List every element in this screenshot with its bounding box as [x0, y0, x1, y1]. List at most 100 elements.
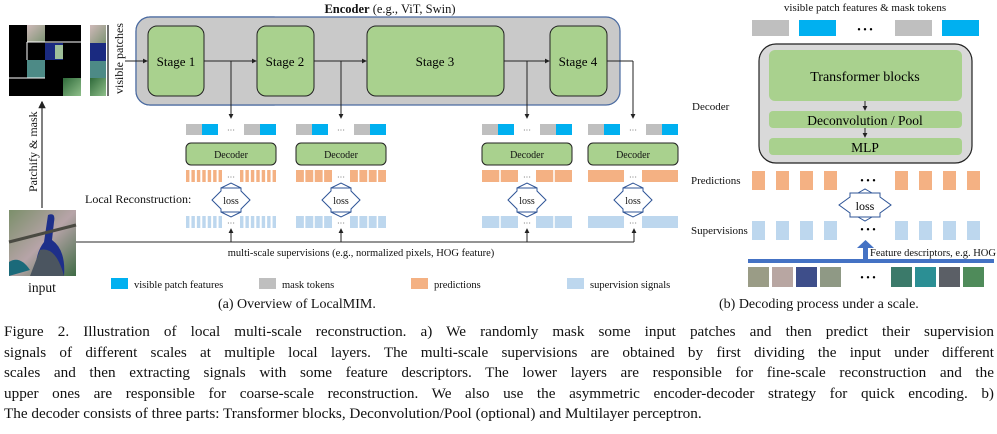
caption-line: The decoder consists of three parts: Tra… — [4, 405, 702, 423]
prediction-patch — [196, 170, 201, 182]
loss-label: loss — [223, 196, 239, 207]
decoder-block — [587, 142, 679, 166]
supervision-patch — [261, 216, 266, 228]
mask-token — [244, 124, 260, 135]
figure-caption: Figure 2. Illustration of local multi-sc… — [4, 322, 994, 425]
patchify-label: Patchify & mask — [26, 111, 40, 192]
decoder-block-label: Decoder — [324, 150, 359, 161]
loss-indicator-b: loss — [838, 188, 892, 222]
loss-indicator: loss — [613, 182, 653, 218]
mlp-label: MLP — [851, 140, 879, 155]
caption-line: signals of different scales at multiple … — [4, 343, 994, 361]
prediction-patch — [895, 171, 908, 190]
prediction-patch — [482, 170, 500, 182]
image-patch — [796, 267, 817, 287]
image-patch — [963, 267, 984, 287]
mlp-block: MLP — [769, 138, 962, 155]
legend-label: mask tokens — [282, 280, 334, 291]
prediction-patch — [752, 171, 765, 190]
prediction-patch — [305, 170, 314, 182]
visible-token — [942, 20, 979, 36]
branch-column-3: ···Decoder······loss — [481, 124, 573, 228]
legend-swatch — [111, 278, 128, 289]
prediction-patch — [250, 170, 255, 182]
supervision-patch — [245, 216, 249, 228]
image-patch — [915, 267, 936, 287]
encoder-title-bold: Encoder — [324, 2, 370, 16]
prediction-patch — [378, 170, 386, 182]
visible-patches-label: visible patches — [112, 23, 126, 94]
supervisions-row — [752, 221, 980, 240]
supervision-up-arrows — [228, 228, 637, 242]
legend-label: predictions — [434, 280, 481, 291]
supervision-patch — [305, 216, 314, 228]
input-label: input — [28, 280, 56, 295]
supervision-patch — [324, 216, 332, 228]
prediction-patch — [919, 171, 932, 190]
supervision-patch — [752, 221, 765, 240]
supervision-patch — [776, 221, 789, 240]
prediction-patch — [350, 170, 358, 182]
patch-ellipsis: ··· — [337, 173, 345, 182]
mask-token — [646, 124, 662, 135]
patches-ellipsis: • • • — [860, 273, 876, 284]
legend-item: predictions — [411, 278, 481, 291]
supervision-patch — [202, 216, 206, 228]
patch-ellipsis: ··· — [523, 173, 531, 182]
prediction-patch — [213, 170, 217, 182]
supervision-patch — [314, 216, 323, 228]
supervision-patch — [250, 216, 255, 228]
stage-1: Stage 1 — [147, 25, 205, 97]
mask-token — [752, 20, 789, 36]
supervision-patch — [895, 221, 908, 240]
tokens-title: visible patch features & mask tokens — [784, 2, 946, 14]
prediction-patch — [359, 170, 368, 182]
image-patch — [939, 267, 960, 287]
supervision-patch — [196, 216, 201, 228]
decoder-block — [295, 142, 387, 166]
supervision-patch — [256, 216, 260, 228]
decoder-block — [481, 142, 573, 166]
supervision-patch — [368, 216, 377, 228]
supervision-patch — [186, 216, 190, 228]
stage-2-label: Stage 2 — [266, 54, 305, 69]
pred-ellipsis: • • • — [860, 176, 876, 187]
loss-label-b: loss — [856, 199, 875, 213]
supervision-patch — [213, 216, 217, 228]
loss-indicator: loss — [211, 182, 251, 218]
mask-token — [895, 20, 932, 36]
token-row: • • • — [752, 20, 979, 36]
figure-diagram: visible patches input Patchify & mask En… — [8, 2, 996, 295]
caption-line: upper ones are responsible for coarse-sc… — [4, 384, 994, 402]
prediction-patch — [324, 170, 332, 182]
supervision-patch — [218, 216, 222, 228]
patch-ellipsis: ··· — [337, 219, 345, 228]
legend-swatch — [411, 278, 428, 289]
loss-indicator: loss — [321, 182, 361, 218]
predictions-row — [752, 171, 980, 190]
loss-label: loss — [333, 196, 349, 207]
prediction-patch — [261, 170, 266, 182]
visible-patches-stack — [90, 25, 109, 96]
visible-token — [604, 124, 620, 135]
transformer-blocks: Transformer blocks — [769, 50, 962, 101]
stage-4-label: Stage 4 — [559, 54, 598, 69]
subcaption-b: (b) Decoding process under a scale. — [719, 297, 919, 312]
supervision-patch — [800, 221, 813, 240]
prediction-patch — [256, 170, 260, 182]
legend-label: supervision signals — [590, 280, 670, 291]
loss-label: loss — [519, 196, 535, 207]
image-patch — [748, 267, 769, 287]
encoder-title-rest: (e.g., ViT, Swin) — [370, 2, 456, 16]
mask-token — [186, 124, 202, 135]
visible-token — [312, 124, 328, 135]
legend-item: visible patch features — [111, 278, 223, 291]
patch-ellipsis: ··· — [227, 173, 235, 182]
supervision-patch — [296, 216, 304, 228]
supervision-patch — [967, 221, 980, 240]
prediction-patch — [218, 170, 222, 182]
prediction-patch — [967, 171, 980, 190]
supervision-patch — [240, 216, 244, 228]
stage-2: Stage 2 — [256, 25, 315, 97]
prediction-patch — [202, 170, 206, 182]
